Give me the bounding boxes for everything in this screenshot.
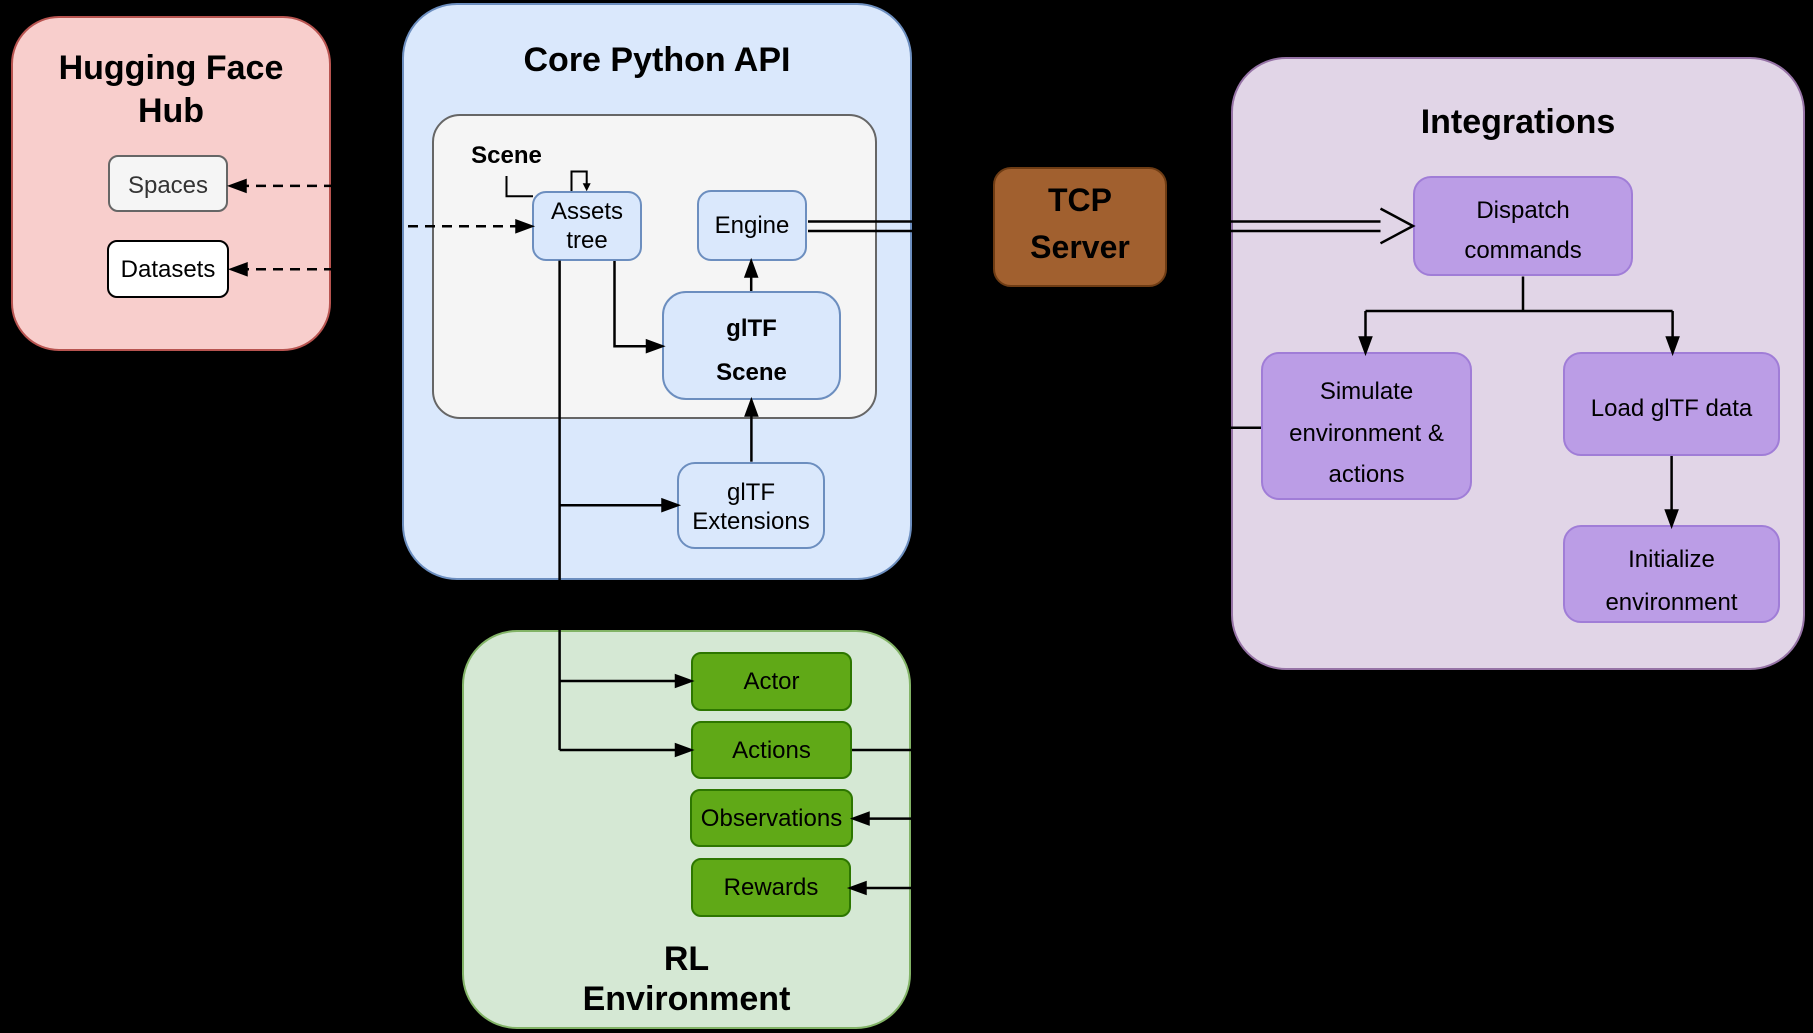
assets-tree-node: Assets tree — [532, 191, 642, 261]
spaces-node: Spaces — [108, 155, 228, 212]
integrations-title: Integrations — [1420, 103, 1616, 141]
rl-environment-title: RL Environment — [582, 940, 791, 1018]
observations-node: Observations — [690, 789, 853, 847]
edges-group — [226, 170, 1680, 896]
hugging-face-hub-title: Hugging Face Hub — [58, 49, 284, 130]
dispatch-commands-node: Dispatch commands — [1413, 176, 1633, 276]
edge-into-observations — [849, 811, 1000, 826]
rewards-node: Rewards — [691, 858, 851, 917]
edge-assets-tree-to-gltf-scene — [613, 261, 666, 354]
gltf-extensions-node: glTF Extensions — [677, 462, 825, 549]
actions-node: Actions — [691, 721, 852, 779]
edge-gltf-extensions-to-gltf-scene — [744, 396, 759, 462]
edge-assets-tree-self-loop — [570, 170, 591, 192]
edge-core-to-datasets — [227, 262, 402, 277]
edge-assets-tree-to-gltf-extensions — [559, 497, 682, 513]
engine-node: Engine — [697, 190, 807, 261]
load-gltf-data-node: Load glTF data — [1563, 352, 1780, 456]
edge-dispatch-split — [1358, 276, 1680, 357]
edge-into-rewards — [846, 880, 1000, 896]
edge-gltf-scene-to-engine — [743, 257, 759, 291]
edge-assets-tree-to-actor — [559, 673, 695, 689]
tcp-server-node: TCP Server — [993, 167, 1167, 287]
edge-core-to-spaces — [226, 178, 402, 194]
datasets-node: Datasets — [107, 240, 229, 298]
actor-node: Actor — [691, 652, 852, 711]
core-python-api-title: Core Python API — [523, 41, 791, 79]
gltf-scene-node: glTF Scene — [662, 291, 841, 400]
scene-label: Scene — [471, 142, 542, 169]
simulate-environment-node: Simulate environment & actions — [1261, 352, 1472, 500]
edge-hub-to-assets-tree — [340, 219, 536, 234]
edge-assets-tree-to-actions — [559, 742, 695, 758]
initialize-environment-node: Initialize environment — [1563, 525, 1780, 623]
edge-scene-label-to-assets-tree — [505, 176, 533, 198]
edge-load-to-initialize — [1664, 456, 1679, 530]
